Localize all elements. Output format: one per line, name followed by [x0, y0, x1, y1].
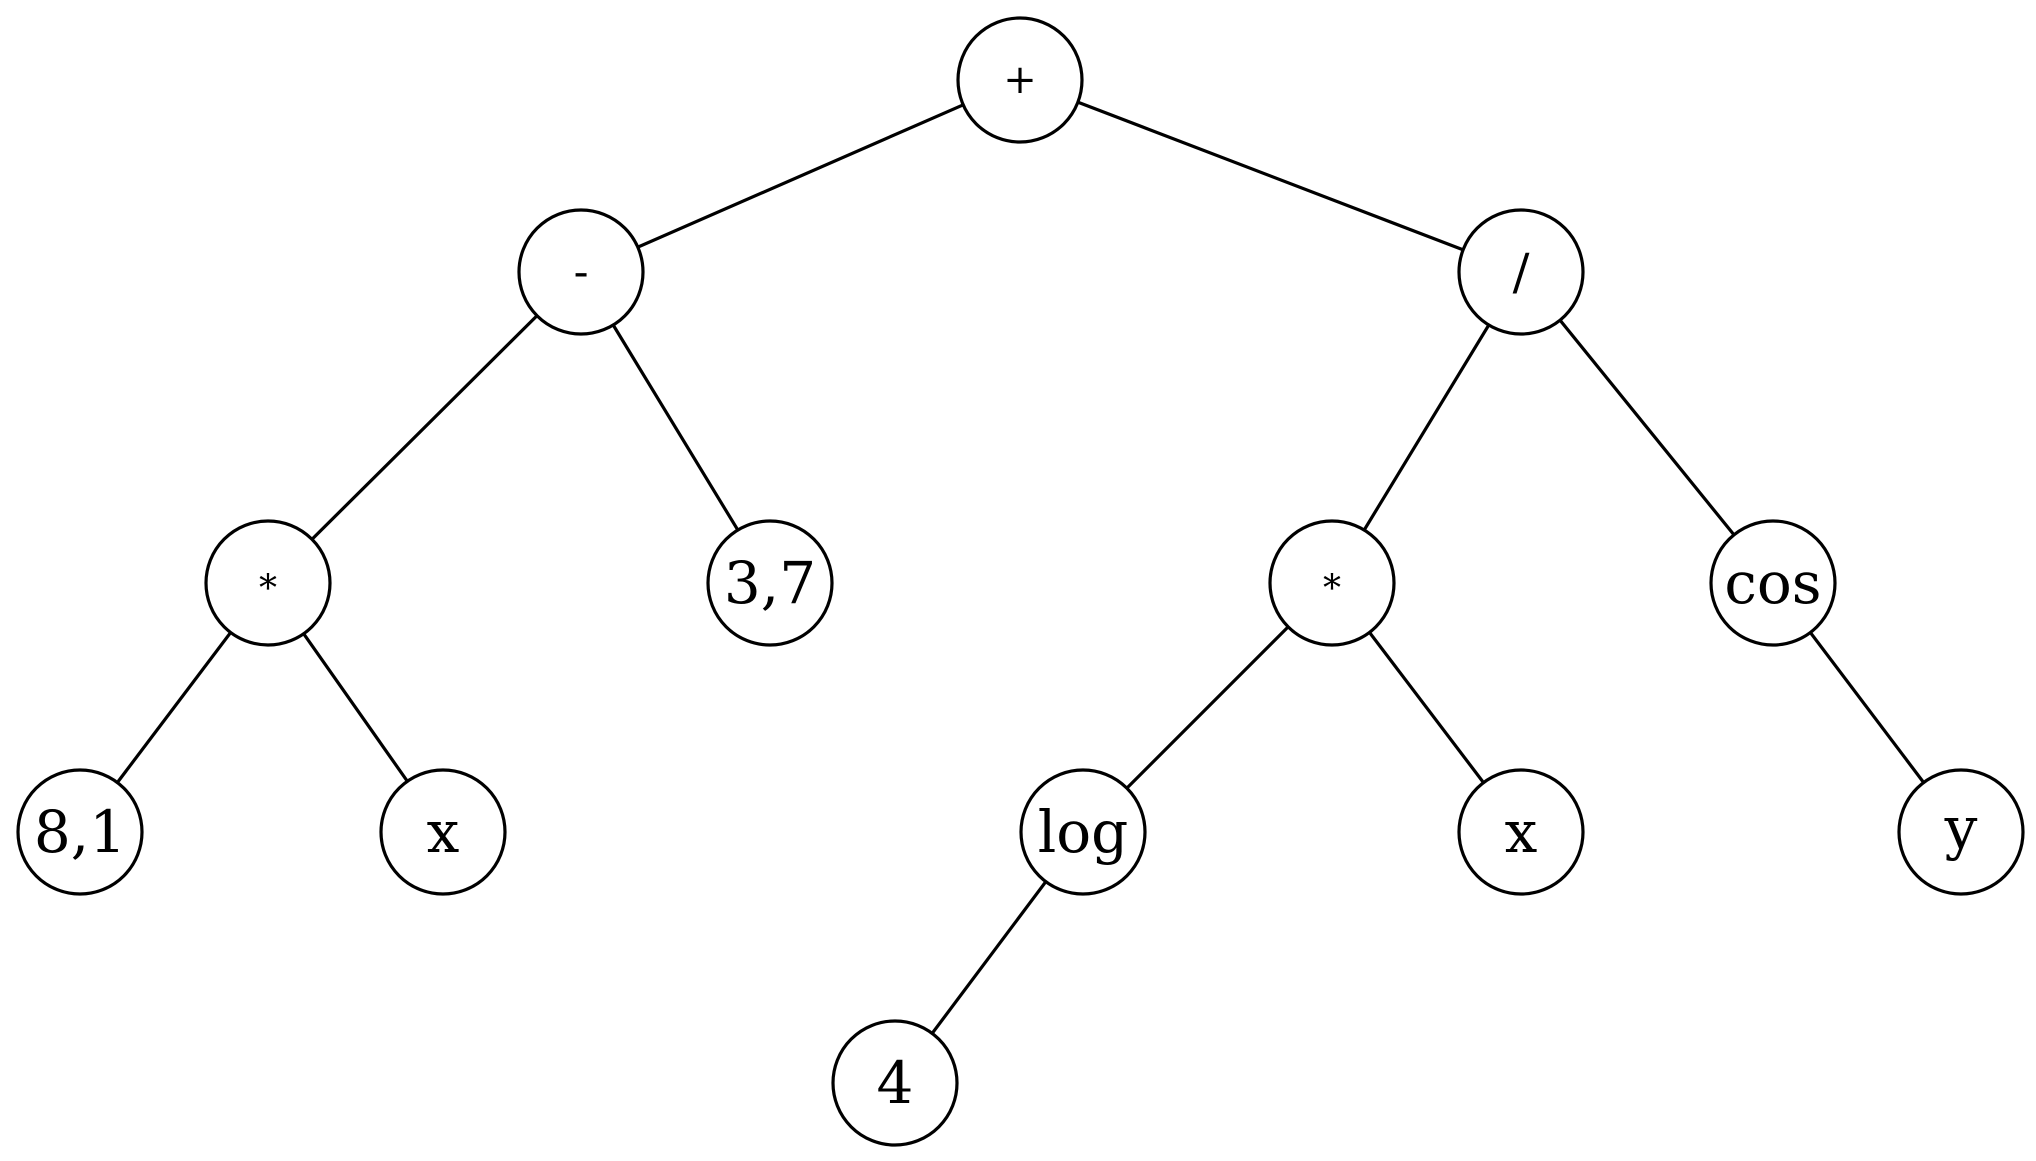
- node-label-const-37: 3,7: [724, 549, 816, 617]
- node-circle-mul-right: [1268, 519, 1396, 647]
- node-label-cos: cos: [1724, 549, 1821, 617]
- node-label-mul-right: *: [1323, 569, 1341, 610]
- node-var-x-right: x: [1457, 768, 1585, 896]
- node-divide: /: [1457, 208, 1585, 336]
- node-circle-mul-left: [204, 519, 332, 647]
- node-label-mul-left: *: [259, 569, 277, 610]
- node-label-var-x-right: x: [1505, 798, 1538, 866]
- node-circle-cos: [1709, 519, 1837, 647]
- node-label-const-4: 4: [877, 1049, 914, 1117]
- node-circle-var-x-right: [1457, 768, 1585, 896]
- node-cos: cos: [1709, 519, 1837, 647]
- node-const-37: 3,7: [706, 519, 834, 647]
- node-const-81: 8,1: [16, 768, 144, 896]
- edge-plus-to-minus: [580, 78, 1021, 274]
- node-circle-var-y: [1897, 768, 2025, 896]
- node-circle-plus: [956, 16, 1084, 144]
- node-plus: +: [956, 16, 1084, 144]
- node-label-plus: +: [1003, 57, 1037, 103]
- node-label-divide: /: [1513, 243, 1530, 301]
- node-mul-left: *: [204, 519, 332, 647]
- node-circle-const-37: [706, 519, 834, 647]
- node-var-y: y: [1897, 768, 2025, 896]
- node-circle-const-81: [16, 768, 144, 896]
- node-circle-const-4: [831, 1019, 959, 1147]
- edges: [78, 78, 1963, 1084]
- node-circle-var-x-left: [379, 768, 507, 896]
- node-var-x-left: x: [379, 768, 507, 896]
- node-label-const-81: 8,1: [34, 798, 126, 866]
- node-circle-minus: [517, 208, 645, 336]
- node-label-log: log: [1038, 798, 1129, 866]
- node-mul-right: *: [1268, 519, 1396, 647]
- node-label-minus: -: [574, 247, 589, 298]
- edge-divide-to-cos: [1519, 270, 1775, 585]
- node-label-var-y: y: [1944, 794, 1978, 862]
- edge-minus-to-mul-left: [266, 270, 583, 585]
- node-circle-divide: [1457, 208, 1585, 336]
- node-circle-log: [1019, 768, 1147, 896]
- node-log: log: [1019, 768, 1147, 896]
- node-label-var-x-left: x: [427, 798, 460, 866]
- nodes: + - / * 3,7 8,1 x * cos log x 4 y: [16, 16, 2025, 1147]
- node-const-4: 4: [831, 1019, 959, 1147]
- node-minus: -: [517, 208, 645, 336]
- edge-plus-to-divide: [1019, 78, 1522, 274]
